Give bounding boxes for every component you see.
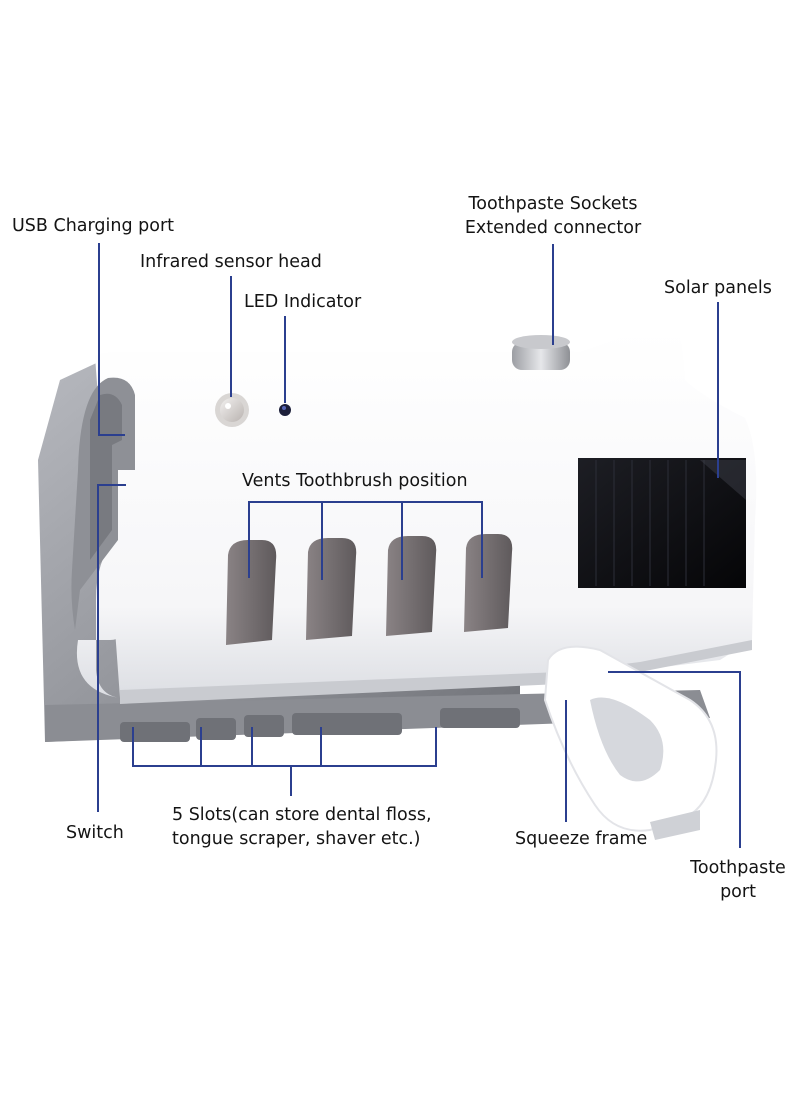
label-toothpaste-port-line2: port [720, 882, 756, 902]
label-vents-toothbrush-position: Vents Toothbrush position [242, 471, 468, 491]
body-bottom-lip [120, 640, 752, 704]
label-five-slots: 5 Slots(can store dental floss, tongue s… [172, 803, 432, 851]
label-toothpaste-port: Toothpaste port [678, 856, 798, 904]
label-toothpaste-sockets: Toothpaste Sockets Extended connector [448, 192, 658, 240]
squeeze-frame [543, 645, 718, 840]
led-indicator [279, 404, 291, 416]
label-five-slots-line2: tongue scraper, shaver etc.) [172, 829, 421, 849]
vent-slots [226, 534, 513, 645]
label-toothpaste-port-line1: Toothpaste [690, 858, 786, 878]
label-toothpaste-sockets-line1: Toothpaste Sockets [468, 194, 638, 214]
label-led-indicator: LED Indicator [244, 292, 362, 312]
label-infrared-sensor-head: Infrared sensor head [140, 252, 322, 272]
leader-lines [97, 243, 741, 848]
infrared-sensor [215, 393, 249, 427]
label-solar-panels: Solar panels [664, 278, 772, 298]
connector-knob [512, 335, 570, 370]
solar-panel [578, 458, 746, 588]
label-switch: Switch [66, 823, 124, 843]
label-usb-charging-port: USB Charging port [12, 216, 175, 236]
label-toothpaste-sockets-line2: Extended connector [464, 218, 642, 238]
label-five-slots-line1: 5 Slots(can store dental floss, [172, 805, 432, 825]
bottom-slots [120, 708, 520, 742]
label-squeeze-frame: Squeeze frame [515, 829, 648, 849]
